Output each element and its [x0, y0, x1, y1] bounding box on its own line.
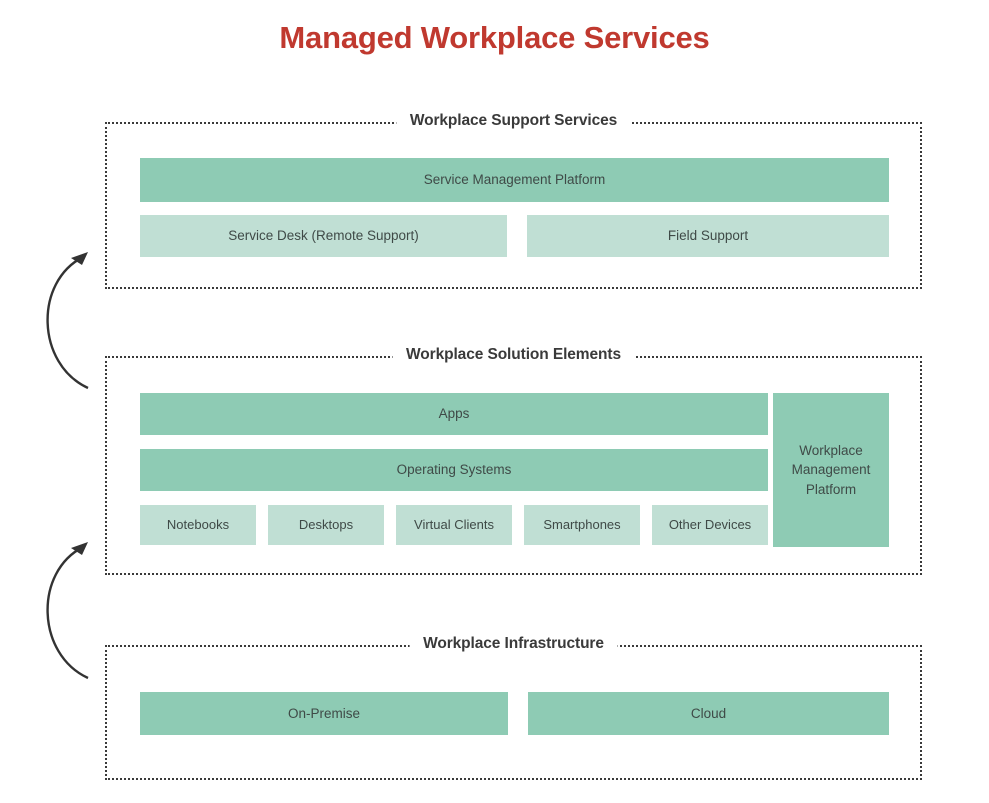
box-smartphones[interactable]: Smartphones [524, 505, 640, 545]
section-body-solution: Apps Operating Systems Workplace Managem… [140, 358, 889, 573]
wmp-line-1: Workplace [799, 442, 863, 458]
section-title-workplace-support-services: Workplace Support Services [395, 112, 632, 130]
box-service-desk-remote-support[interactable]: Service Desk (Remote Support) [140, 215, 507, 257]
section-title-workplace-infrastructure: Workplace Infrastructure [409, 635, 618, 653]
section-workplace-infrastructure: Workplace Infrastructure On-Premise Clou… [105, 635, 922, 780]
box-service-management-platform[interactable]: Service Management Platform [140, 158, 889, 202]
box-on-premise[interactable]: On-Premise [140, 692, 508, 735]
box-desktops[interactable]: Desktops [268, 505, 384, 545]
box-workplace-management-platform[interactable]: Workplace Management Platform [773, 393, 889, 547]
section-workplace-support-services: Workplace Support Services Service Manag… [105, 112, 922, 289]
section-workplace-solution-elements: Workplace Solution Elements Apps Operati… [105, 346, 922, 575]
curved-arrow-icon-infrastructure-to-solution [46, 542, 89, 680]
box-virtual-clients[interactable]: Virtual Clients [396, 505, 512, 545]
box-cloud[interactable]: Cloud [528, 692, 889, 735]
box-notebooks[interactable]: Notebooks [140, 505, 256, 545]
section-body-support: Service Management Platform Service Desk… [140, 124, 889, 287]
box-apps[interactable]: Apps [140, 393, 768, 435]
box-other-devices[interactable]: Other Devices [652, 505, 768, 545]
page-title: Managed Workplace Services [279, 20, 710, 55]
wmp-line-2: Management [791, 462, 871, 478]
box-operating-systems[interactable]: Operating Systems [140, 449, 768, 491]
section-body-infrastructure: On-Premise Cloud [140, 647, 889, 778]
box-field-support[interactable]: Field Support [527, 215, 889, 257]
device-row: Notebooks Desktops Virtual Clients Smart… [140, 505, 768, 545]
wmp-line-3: Platform [805, 481, 857, 497]
section-title-workplace-solution-elements: Workplace Solution Elements [392, 346, 635, 364]
curved-arrow-icon-solution-to-support [46, 252, 89, 390]
